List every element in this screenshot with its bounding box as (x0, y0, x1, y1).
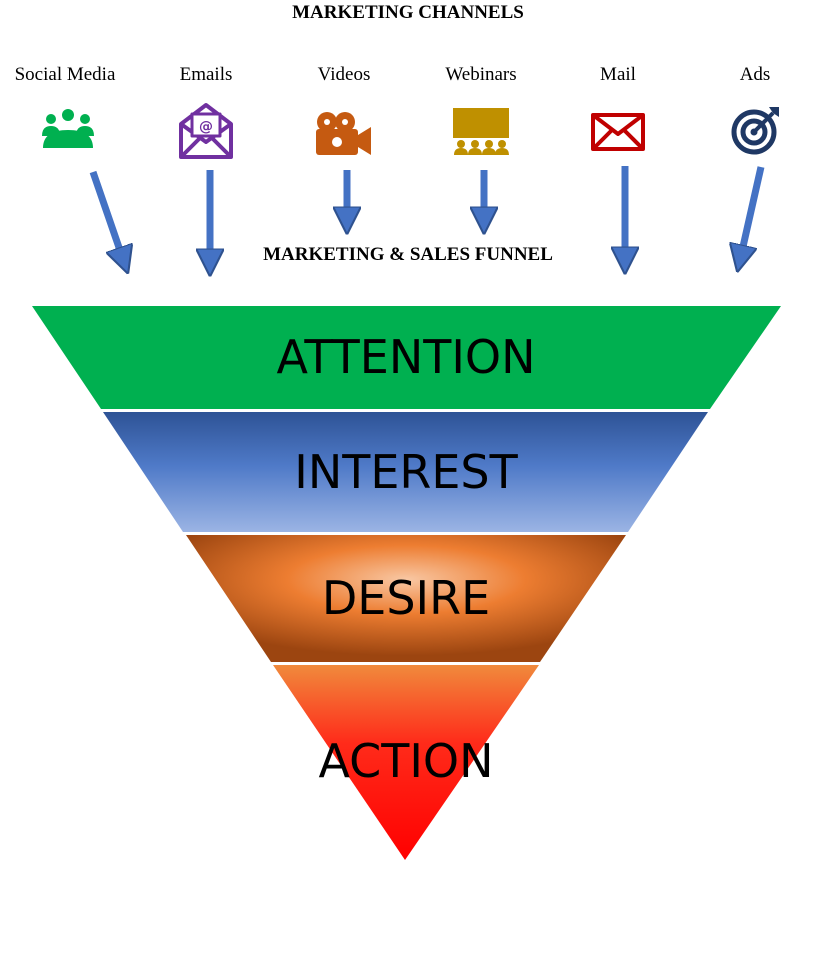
envelope-icon (591, 113, 645, 151)
arrow-ads (740, 166, 765, 260)
presentation-audience-icon (453, 108, 509, 155)
channel-label-webinars: Webinars (445, 64, 517, 85)
email-icon: @ (179, 103, 233, 159)
channel-label-mail: Mail (600, 64, 636, 85)
svg-text:@: @ (199, 119, 213, 135)
channels-title: MARKETING CHANNELS (292, 2, 524, 23)
arrow-social-media (89, 170, 124, 262)
stage-label-interest: INTEREST (294, 445, 518, 499)
stage-label-attention: ATTENTION (276, 330, 535, 384)
funnel-stage-desire (186, 535, 626, 662)
funnel-title: MARKETING & SALES FUNNEL (263, 244, 553, 265)
stage-label-action: ACTION (318, 734, 493, 788)
funnel-stage-interest (103, 412, 708, 532)
channel-label-videos: Videos (317, 64, 371, 85)
funnel-stage-attention (32, 306, 781, 409)
channel-label-emails: Emails (179, 64, 233, 85)
target-icon (731, 107, 779, 155)
channel-label-social-media: Social Media (14, 64, 116, 85)
people-group-icon (42, 109, 94, 148)
stage-label-desire: DESIRE (322, 571, 490, 625)
funnel-stage-action (273, 665, 539, 860)
movie-camera-icon (316, 112, 371, 155)
channel-label-ads: Ads (739, 64, 771, 85)
